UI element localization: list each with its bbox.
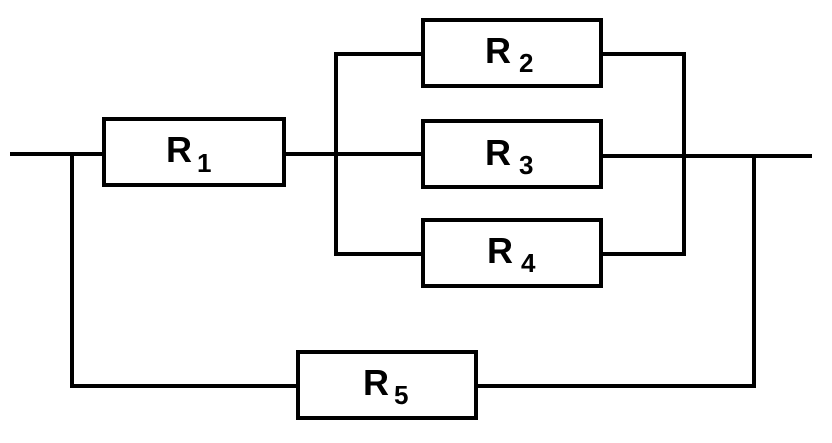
resistor-r1-body xyxy=(102,117,286,187)
resistor-r2-body xyxy=(421,18,603,88)
resistor-r4: R 4 xyxy=(421,218,603,288)
resistor-r5-letter: R xyxy=(363,362,389,403)
resistor-r4-letter: R xyxy=(487,230,513,271)
resistor-r4-body xyxy=(421,218,603,288)
resistor-r4-subscript: 4 xyxy=(521,248,536,278)
resistor-r5: R 5 xyxy=(296,350,478,420)
resistor-r2: R 2 xyxy=(421,18,603,88)
resistor-r1-subscript: 1 xyxy=(197,148,211,178)
resistor-r2-subscript: 2 xyxy=(519,48,533,78)
resistor-r3: R 3 xyxy=(421,119,603,189)
wires xyxy=(10,52,812,388)
resistor-r3-body xyxy=(421,119,603,189)
resistor-r5-body xyxy=(296,350,478,420)
resistor-r1-letter: R xyxy=(166,129,192,170)
resistor-r3-letter: R xyxy=(485,132,511,173)
resistor-r1: R 1 xyxy=(102,117,286,187)
resistor-r5-subscript: 5 xyxy=(394,380,408,410)
resistor-r2-letter: R xyxy=(485,30,511,71)
resistor-r3-subscript: 3 xyxy=(519,150,533,180)
